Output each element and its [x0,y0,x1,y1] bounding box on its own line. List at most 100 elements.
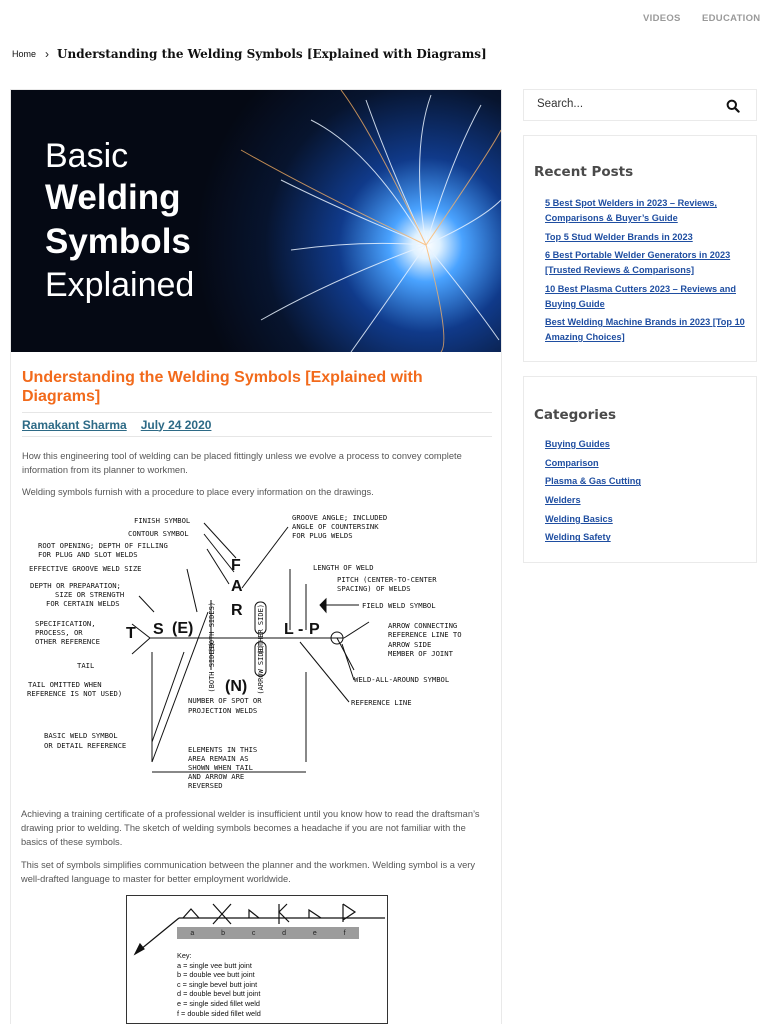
breadcrumb: Home › Understanding the Welding Symbols… [12,45,487,63]
list-item: 10 Best Plasma Cutters 2023 – Reviews an… [545,282,745,312]
hero-line-basic: Basic [45,137,129,175]
letter-t: T [126,625,136,642]
date-link[interactable]: July 24 2020 [140,417,212,432]
list-item: Welding Safety [545,530,756,545]
label-field-weld: Field weld symbol [362,601,436,610]
breadcrumb-home[interactable]: Home [12,49,37,59]
label-number-spot-2: projection welds [188,706,258,715]
cell-label: b [221,929,226,937]
label-specification-1: Specification, [35,619,96,628]
recent-post-link[interactable]: Best Welding Machine Brands in 2023 [Top… [545,317,745,342]
hero-line-explained: Explained [45,266,195,304]
search-input[interactable]: Search... [537,98,584,110]
joint-label-strip: a b c d e f [177,927,359,939]
label-arrow-connecting-4: member of joint [388,649,453,658]
chevron-right-icon: › [45,47,50,61]
search-box[interactable]: Search... [523,89,757,121]
letter-s: S [153,621,164,638]
label-weld-all-around: Weld-all-around symbol [354,675,450,684]
welding-sparks-graphic [11,90,501,352]
key-item: c = single bevel butt joint [177,979,258,989]
category-link[interactable]: Welders [545,495,581,506]
label-elements-3: shown when tail [188,763,253,772]
label-tail-omitted-1: Tail omitted when [28,680,102,689]
list-item: 6 Best Portable Welder Generators in 202… [545,248,745,278]
label-depth-3: for certain welds [46,599,120,608]
letter-e: (E) [172,620,194,637]
category-link[interactable]: Comparison [545,457,599,468]
label-groove-angle-2: angle of countersink [292,522,379,531]
letter-dash: - [298,621,304,638]
list-item: Welders [545,493,756,508]
label-arrow-connecting-3: arrow side [388,640,432,649]
list-item: 5 Best Spot Welders in 2023 – Reviews, C… [545,196,745,226]
list-item: Welding Basics [545,512,756,527]
label-both-sides-bottom: (Both sides) [208,642,216,693]
joint-key-legend: Key: a = single vee butt joint b = doubl… [177,951,261,1018]
key-item: e = single sided fillet weld [177,998,260,1008]
label-basic-weld-1: Basic weld symbol [44,731,118,740]
label-length-of-weld: Length of weld [313,563,374,572]
author-link[interactable]: Ramakant Sharma [22,417,127,432]
key-title: Key: [177,951,192,960]
label-pitch-2: spacing) of welds [337,584,411,593]
cell-label: c [251,929,256,937]
label-specification-2: process, or [35,628,83,637]
paragraph: How this engineering tool of welding can… [22,451,462,475]
label-elements-2: area remain as [188,754,249,763]
weld-joint-key-diagram: a b c d e f Key: a = single vee butt joi… [126,895,388,1024]
letter-f: F [231,557,241,574]
label-root-opening-1: Root opening; depth of filling [38,541,168,550]
key-item: f = double sided fillet weld [177,1008,261,1018]
breadcrumb-current: Understanding the Welding Symbols [Expla… [57,47,487,61]
divider [22,436,492,437]
welding-symbol-diagram: Finish symbol Contour symbol Root openin… [24,512,494,802]
recent-post-link[interactable]: 6 Best Portable Welder Generators in 202… [545,250,731,275]
paragraph: Achieving a training certificate of a pr… [21,809,480,847]
hero-image: Basic Welding Symbols Explained [11,90,501,352]
nav-videos[interactable]: VIDEOS [643,13,681,24]
label-effective-groove: Effective groove weld size [29,564,142,573]
cell-label: e [312,929,317,937]
joint-symbols-graphic [133,903,385,956]
categories-list: Buying Guides Comparison Plasma & Gas Cu… [545,437,756,545]
letter-n: (N) [225,678,248,695]
list-item: Plasma & Gas Cutting [545,474,756,489]
article-container: Basic Welding Symbols Explained Understa… [10,89,502,1024]
hero-line-welding: Welding [45,178,181,217]
list-item: Top 5 Stud Welder Brands in 2023 [545,230,745,245]
recent-post-link[interactable]: 5 Best Spot Welders in 2023 – Reviews, C… [545,198,717,223]
category-link[interactable]: Plasma & Gas Cutting [545,476,641,487]
label-elements-1: Elements in this [188,745,258,754]
label-tail: Tail [77,661,95,670]
label-depth-2: size or strength [55,590,125,599]
label-arrow-connecting-1: Arrow connecting [388,621,458,630]
label-tail-omitted-2: reference is not used) [27,689,123,698]
article-meta: Ramakant Sharma July 24 2020 [22,413,492,436]
label-elements-5: reversed [188,781,223,790]
label-elements-4: and arrow are [188,772,245,781]
category-link[interactable]: Welding Basics [545,513,613,524]
category-link[interactable]: Buying Guides [545,439,610,449]
letter-r: R [231,602,243,619]
recent-posts-list: 5 Best Spot Welders in 2023 – Reviews, C… [545,196,745,345]
recent-post-link[interactable]: Top 5 Stud Welder Brands in 2023 [545,231,693,242]
category-link[interactable]: Welding Safety [545,532,611,543]
divider [22,412,492,413]
label-groove-angle-3: for plug welds [292,531,353,540]
letter-p: P [309,621,320,638]
categories-title: Categories [534,407,617,423]
top-navigation: VIDEOS EDUCATION [0,0,768,38]
letter-l: L [284,621,294,638]
nav-education[interactable]: EDUCATION [702,13,761,24]
label-reference-line: Reference line [351,698,412,707]
hero-line-symbols: Symbols [45,222,191,261]
label-arrow-connecting-2: reference line to [388,630,462,639]
label-groove-angle-1: Groove angle; included [292,513,388,522]
key-item: a = single vee butt joint [177,960,252,970]
search-icon[interactable] [726,99,740,113]
recent-post-link[interactable]: 10 Best Plasma Cutters 2023 – Reviews an… [545,283,736,309]
cell-label: f [343,929,346,937]
list-item: Best Welding Machine Brands in 2023 [Top… [545,315,745,345]
list-item: Comparison [545,456,756,471]
